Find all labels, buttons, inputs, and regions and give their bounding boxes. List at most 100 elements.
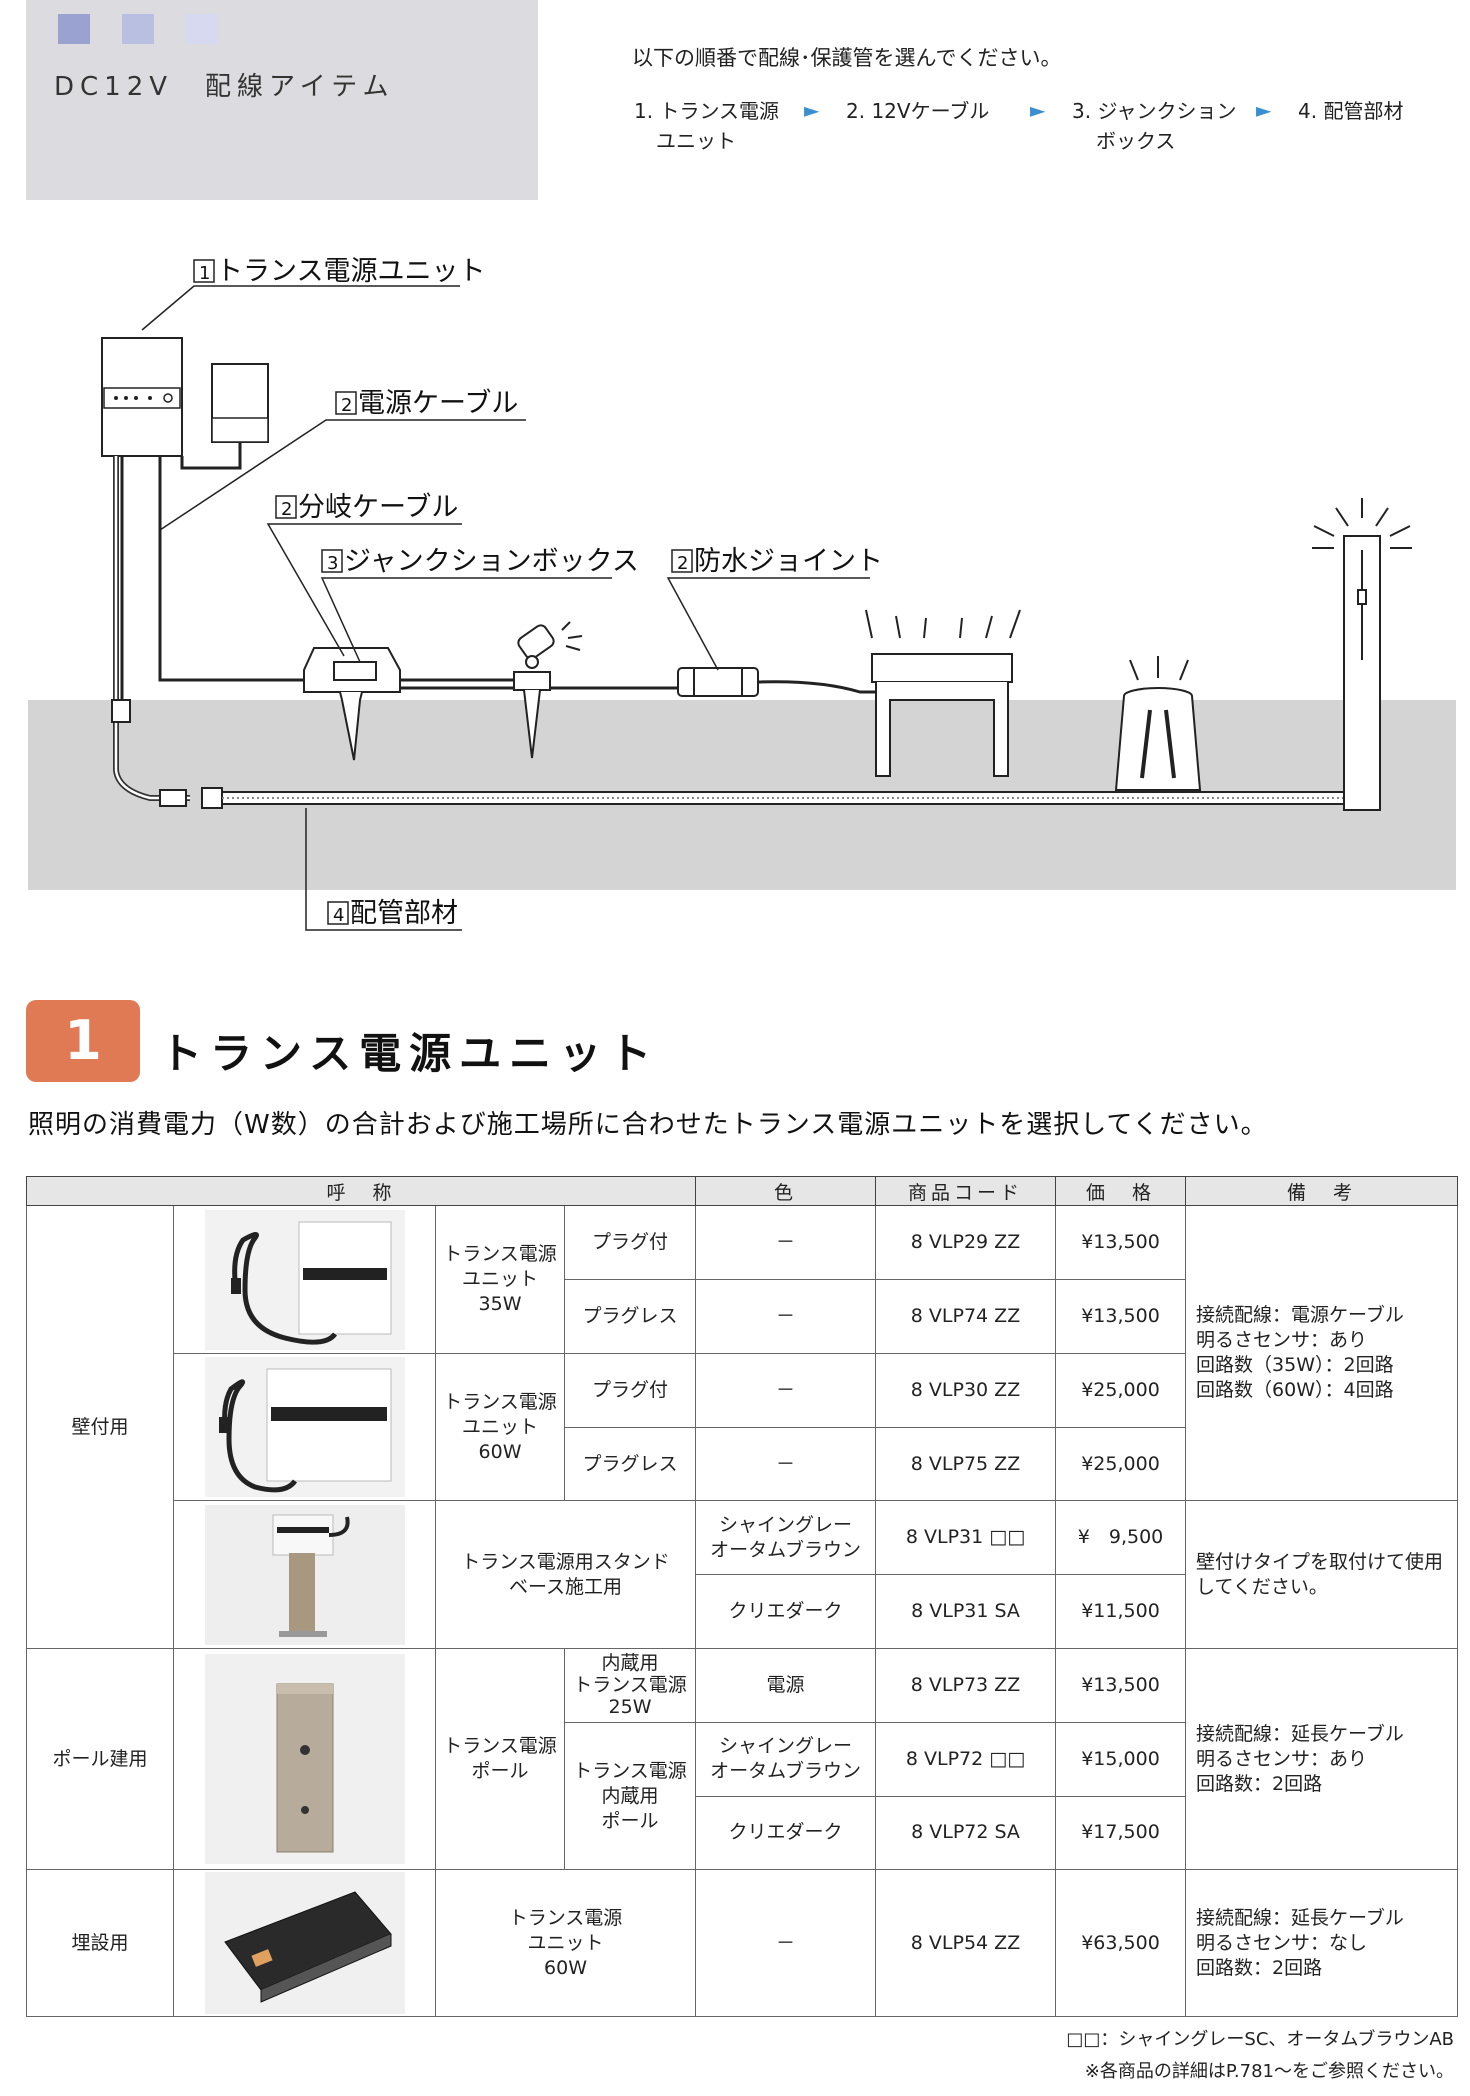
buried-code: 8 VLP54 ZZ bbox=[875, 1869, 1057, 2017]
footnote-colors: □□：シャイングレーSC、オータムブラウンAB bbox=[1066, 2029, 1454, 2050]
photo-unit-60w bbox=[173, 1352, 436, 1502]
u35-name-line3: 35W bbox=[478, 1293, 522, 1316]
unit-35w-image bbox=[204, 1209, 405, 1350]
u35-plug-code: 8 VLP29 ZZ bbox=[875, 1205, 1057, 1281]
pole-note-2: 明るさセンサ：あり bbox=[1196, 1747, 1368, 1770]
transformer-unit bbox=[101, 337, 269, 470]
waterproof-joint bbox=[677, 667, 876, 697]
section-description: 照明の消費電力（W数）の合計および施工場所に合わせたトランス電源ユニットを選択し… bbox=[28, 1110, 1268, 1140]
step-1-line1: 1. トランス電源 bbox=[634, 99, 780, 123]
table-row: トランス電源用スタンド ベース施工用 シャイングレー オータムブラウン 8 VL… bbox=[27, 1500, 1459, 1649]
stand-note-2: してください。 bbox=[1196, 1575, 1328, 1598]
pole-builtin-line3: 25W bbox=[608, 1696, 652, 1719]
product-table: 呼 称 色 商品コード 価 格 備 考 壁付用 トランス電源 ユニット 35W … bbox=[25, 1175, 1459, 2017]
table-row: クリエダーク 8 VLP31 SA ¥11,500 bbox=[27, 1574, 1458, 1649]
pole-pole-line2: 内蔵用 bbox=[601, 1784, 659, 1807]
header-title: DC12V 配線アイテム bbox=[54, 72, 395, 102]
group-wall: 壁付用 bbox=[26, 1205, 174, 1649]
table-row: プラグレス － 8 VLP74 ZZ ¥13,500 bbox=[27, 1279, 1458, 1354]
label-power-cable-num: 2 bbox=[341, 395, 352, 416]
table-row: トランス電源 内蔵用 ポール シャイングレー オータムブラウン 8 VLP72 … bbox=[27, 1721, 1458, 1871]
buried-name-line2: ユニット bbox=[527, 1931, 604, 1954]
buried-note-3: 回路数：2回路 bbox=[1196, 1956, 1323, 1979]
pole-pole-line1: トランス電源 bbox=[573, 1759, 687, 1782]
step-2: 2. 12Vケーブル bbox=[846, 96, 989, 126]
pole-price2: ¥17,500 bbox=[1055, 1795, 1187, 1871]
pole-name: トランス電源 ポール bbox=[435, 1647, 565, 1871]
pole-color2: クリエダーク bbox=[695, 1795, 877, 1871]
photo-pole bbox=[173, 1647, 436, 1871]
u60-plugless-price: ¥25,000 bbox=[1055, 1426, 1187, 1502]
step-3-line2: ボックス bbox=[1096, 129, 1176, 153]
label-power-cable: 電源ケーブル bbox=[358, 388, 518, 419]
header-color: 色 bbox=[695, 1175, 877, 1207]
pole-builtin-line1: 内蔵用 bbox=[601, 1652, 659, 1675]
color-square-3 bbox=[186, 14, 218, 44]
pole-light bbox=[1312, 498, 1412, 811]
step-arrow-2: ► bbox=[1030, 98, 1046, 122]
buried-price: ¥63,500 bbox=[1055, 1869, 1187, 2017]
pole-builtin: 内蔵用 トランス電源 25W bbox=[563, 1648, 697, 1723]
wall-note-1: 接続配線：電源ケーブル bbox=[1196, 1304, 1404, 1327]
label-junction-box: ジャンクションボックス bbox=[344, 546, 639, 577]
step-4-line1: 4. 配管部材 bbox=[1298, 99, 1404, 123]
u60-plug: プラグ付 bbox=[563, 1352, 697, 1428]
stand-color1-line2: オータムブラウン bbox=[710, 1538, 861, 1561]
step-1-line2: ユニット bbox=[656, 129, 736, 153]
label-waterproof-joint-num: 2 bbox=[677, 553, 688, 574]
step-3: 3. ジャンクション ボックス bbox=[1072, 96, 1236, 156]
buried-note-2: 明るさセンサ：なし bbox=[1196, 1931, 1368, 1954]
buried-name: トランス電源 ユニット 60W bbox=[434, 1869, 697, 2017]
u60-name-line3: 60W bbox=[478, 1440, 522, 1463]
u35-name-line2: ユニット bbox=[461, 1268, 538, 1291]
pole-builtin-price: ¥13,500 bbox=[1055, 1648, 1187, 1723]
stand-code1: 8 VLP31 □□ bbox=[875, 1500, 1057, 1576]
stand-name-line1: トランス電源用スタンド bbox=[461, 1550, 670, 1573]
photo-buried bbox=[173, 1869, 436, 2017]
table-row: 埋設用 トランス電源 ユニット 60W － 8 VLP54 ZZ ¥63,500… bbox=[26, 1869, 1459, 2017]
pole-color1-line2: オータムブラウン bbox=[710, 1760, 861, 1783]
label-branch-cable-num: 2 bbox=[281, 499, 292, 520]
pole-note-3: 回路数：2回路 bbox=[1196, 1772, 1323, 1795]
u35-plug: プラグ付 bbox=[563, 1205, 697, 1281]
stand-note-1: 壁付けタイプを取付けて使用 bbox=[1196, 1550, 1444, 1573]
label-unit-num: 1 bbox=[199, 263, 210, 284]
stand-name-line2: ベース施工用 bbox=[508, 1575, 623, 1598]
stand-price1: ¥ 9,500 bbox=[1055, 1500, 1187, 1576]
label-unit: トランス電源ユニット bbox=[216, 256, 485, 287]
pole-code2: 8 VLP72 SA bbox=[875, 1795, 1057, 1871]
stand-code2: 8 VLP31 SA bbox=[875, 1574, 1057, 1649]
buried-image bbox=[204, 1872, 405, 2015]
photo-stand bbox=[173, 1500, 436, 1649]
u60-plugless-color: － bbox=[695, 1426, 877, 1502]
pole-image bbox=[204, 1654, 405, 1865]
ground-light bbox=[1114, 656, 1202, 791]
u35-plug-price: ¥13,500 bbox=[1055, 1205, 1187, 1281]
u60-plug-color: － bbox=[695, 1352, 877, 1428]
u35-plugless-code: 8 VLP74 ZZ bbox=[875, 1279, 1057, 1354]
label-waterproof-joint: 防水ジョイント bbox=[694, 546, 883, 577]
wall-note-2: 明るさセンサ：あり bbox=[1196, 1329, 1368, 1352]
group-buried: 埋設用 bbox=[26, 1869, 174, 2017]
buried-name-line1: トランス電源 bbox=[508, 1906, 623, 1929]
wall-note-3: 回路数（35W）：2回路 bbox=[1196, 1354, 1394, 1377]
u35-plug-color: － bbox=[695, 1205, 877, 1281]
stand-price2: ¥11,500 bbox=[1055, 1574, 1187, 1649]
footnote-details: ※各商品の詳細はP.781～をご参照ください。 bbox=[1084, 2061, 1454, 2082]
stand-color1-line1: シャイングレー bbox=[719, 1513, 853, 1536]
u60-name-line1: トランス電源 bbox=[443, 1390, 557, 1413]
u60-name: トランス電源 ユニット 60W bbox=[435, 1352, 565, 1502]
color-square-2 bbox=[122, 14, 154, 44]
header-notes: 備 考 bbox=[1185, 1175, 1459, 1207]
step-2-line1: 2. 12Vケーブル bbox=[846, 99, 990, 123]
header-name: 呼 称 bbox=[25, 1175, 697, 1207]
section-number-badge: 1 bbox=[26, 1000, 140, 1082]
label-piping: 配管部材 bbox=[350, 898, 458, 929]
step-arrow-3: ► bbox=[1256, 98, 1272, 122]
step-arrow-1: ► bbox=[804, 98, 820, 122]
u35-plugless-price: ¥13,500 bbox=[1055, 1279, 1187, 1354]
buried-color: － bbox=[695, 1869, 877, 2017]
u35-plugless-color: － bbox=[695, 1279, 877, 1354]
step-light bbox=[865, 609, 1021, 777]
group-pole: ポール建用 bbox=[26, 1647, 174, 1871]
